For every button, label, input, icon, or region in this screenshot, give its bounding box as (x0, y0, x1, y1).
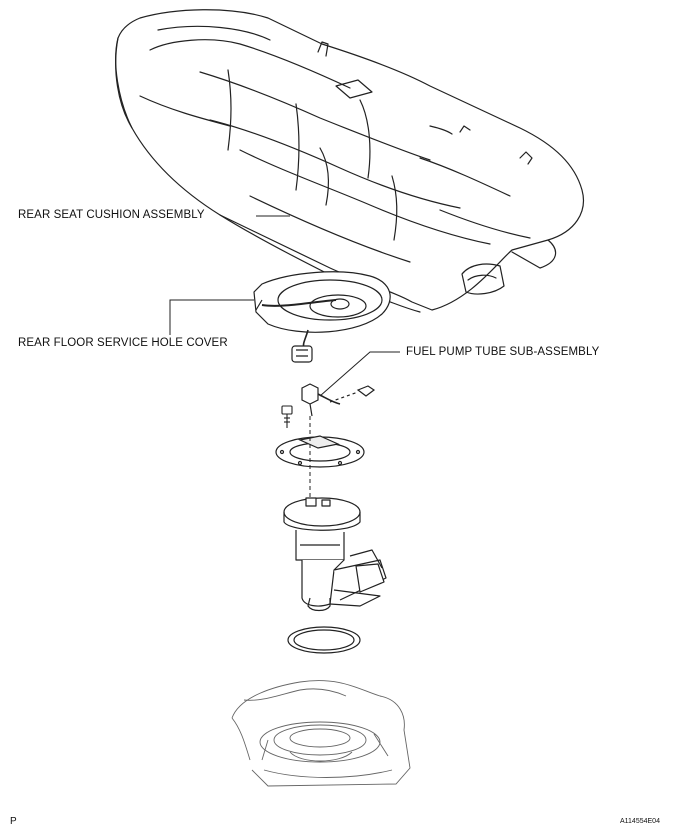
rear-seat-cushion-label: REAR SEAT CUSHION ASSEMBLY (18, 209, 205, 221)
service-hole-cover-drawing (253, 271, 391, 363)
rear-seat-cushion-drawing (115, 9, 584, 313)
page-code-label: P (10, 816, 17, 827)
retainer-plate-drawing (275, 435, 365, 468)
bolt-drawing (281, 405, 293, 428)
fuel-pump-drawing (283, 497, 387, 612)
fuel-tank-opening-drawing (231, 680, 411, 787)
fuel-pump-tube-label: FUEL PUMP TUBE SUB-ASSEMBLY (406, 346, 600, 358)
tube-leader-line (319, 351, 400, 397)
drawing-id-label: A114554E04 (620, 818, 660, 825)
rear-floor-service-hole-cover-label: REAR FLOOR SERVICE HOLE COVER (18, 337, 228, 349)
cover-leader-line (169, 299, 254, 335)
gasket-drawing (287, 626, 361, 654)
fuel-pump-tube-drawing (301, 383, 376, 417)
